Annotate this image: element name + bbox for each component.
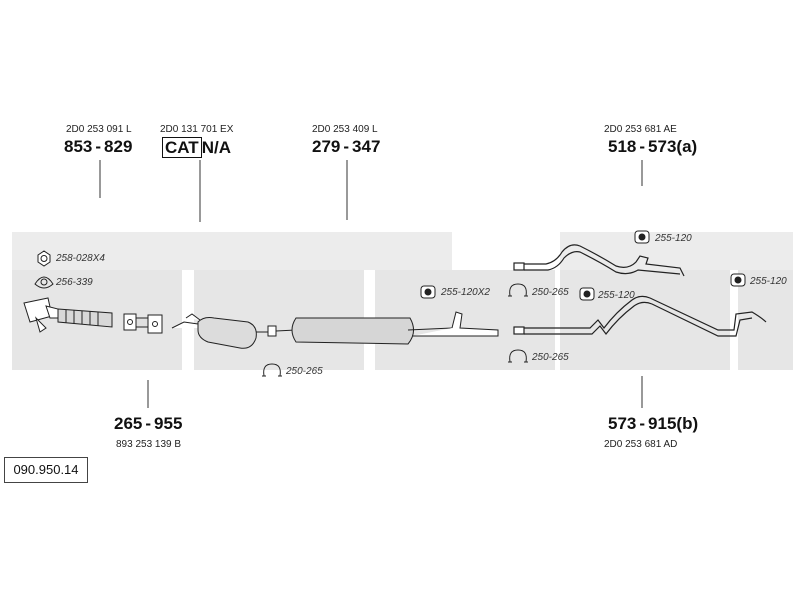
part-number-p1: 2D0 253 091 L: [66, 124, 132, 135]
front-pipe-part: [23, 297, 113, 333]
fitting-label-clamp-mid: 250-265: [286, 366, 323, 377]
catalytic-converter-part: [171, 313, 277, 349]
part-code-p5: 265-955: [114, 414, 183, 433]
part-code-p3-a: 279: [312, 137, 341, 156]
nut-icon: [37, 250, 51, 267]
part-code-p1-b: 829: [104, 137, 133, 156]
intermediate-pipe-part: [123, 313, 163, 334]
part-code-p5-a: 265: [114, 414, 143, 433]
part-number-p2: 2D0 131 701 EX: [160, 124, 234, 135]
part-code-p4-b: 573(a): [648, 137, 698, 156]
diagram-reference-number: 090.950.14: [4, 457, 88, 483]
gasket-icon: [34, 276, 54, 289]
part-code-p1-a: 853: [64, 137, 93, 156]
part-code-p6: 573-915(b): [608, 414, 699, 433]
fitting-label-bracket-top: 255-120: [655, 233, 692, 244]
part-code-p1: 853-829: [64, 137, 133, 156]
fitting-label-nut: 258-028X4: [56, 253, 105, 264]
upper-tail-pipe-part: [513, 244, 685, 277]
part-code-p6-b: 915(b): [648, 414, 699, 433]
middle-silencer-part: [275, 311, 499, 345]
bracket-icon-right: [730, 273, 746, 287]
part-number-p4: 2D0 253 681 AE: [604, 124, 677, 135]
part-number-p3: 2D0 253 409 L: [312, 124, 378, 135]
part-code-p3-b: 347: [352, 137, 381, 156]
clamp-icon-upper: [508, 283, 528, 297]
part-code-p4: 518-573(a): [608, 137, 698, 156]
bracket-icon-top: [634, 230, 650, 244]
bracket-icon-x2: [420, 285, 436, 299]
lower-tail-pipe-part: [513, 295, 767, 337]
part-number-p5: 893 253 139 B: [116, 439, 182, 450]
part-code-p5-b: 955: [154, 414, 183, 433]
bg-band-top: [12, 232, 452, 270]
clamp-icon-lower: [508, 349, 528, 363]
bg-band-right: [560, 270, 730, 370]
cat-value: N/A: [201, 138, 231, 157]
part-number-p6: 2D0 253 681 AD: [604, 439, 678, 450]
fitting-label-bracket-x2: 255-120X2: [441, 287, 490, 298]
fitting-label-gasket: 256-339: [56, 277, 93, 288]
fitting-label-bracket-upper: 255-120: [598, 290, 635, 301]
bg-band-top-right: [560, 232, 793, 270]
bracket-icon-upper: [579, 287, 595, 301]
part-code-p4-a: 518: [608, 137, 637, 156]
cat-box: CAT: [162, 137, 202, 158]
part-code-p6-a: 573: [608, 414, 637, 433]
fitting-label-clamp-lower: 250-265: [532, 352, 569, 363]
fitting-label-bracket-right: 255-120: [750, 276, 787, 287]
fitting-label-clamp-upper: 250-265: [532, 287, 569, 298]
clamp-icon-mid: [262, 363, 282, 377]
part-code-p3: 279-347: [312, 137, 381, 156]
